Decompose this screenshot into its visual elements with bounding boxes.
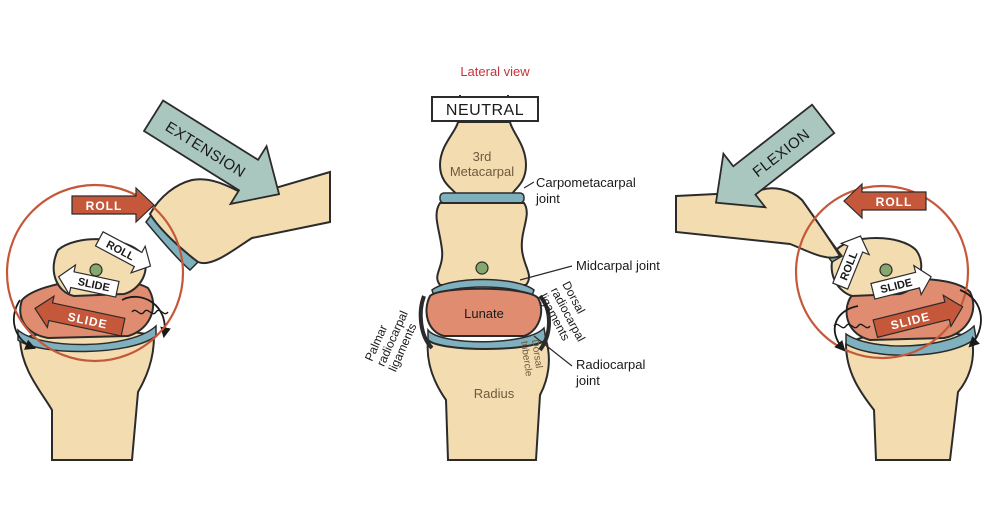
extension-slide-inner-arrow: SLIDE: [57, 263, 120, 298]
extension-wrist: ROLL ROLL SLIDE SLIDE EXTENSION: [5, 99, 331, 461]
neutral-label-box: [431, 96, 539, 122]
radius-bone: [426, 337, 550, 461]
flexion-slide-inner-arrow: SLIDE: [870, 264, 932, 300]
lunate-label: Lunate: [464, 306, 504, 321]
flexion-slide-outer-arrow: SLIDE: [872, 293, 964, 339]
extension-roll-outer-label: ROLL: [86, 199, 123, 213]
carpometacarpal-cartilage: [439, 192, 525, 204]
flexion-roll-outer-arrow: [843, 182, 927, 220]
extension-metacarpal-bone: [148, 170, 331, 265]
dorsal-tubercle-label-1: Dorsal: [529, 339, 544, 369]
lateral-view-title: Lateral view: [460, 64, 530, 79]
axis-of-rotation-dot: [475, 261, 489, 275]
radiocarpal-label-1: Radiocarpal: [576, 357, 645, 372]
carpometacarpal-label-2: joint: [535, 191, 560, 206]
metacarpal-label-1: 3rd: [473, 149, 492, 164]
carpometacarpal-label-1: Carpometacarpal: [536, 175, 636, 190]
midcarpal-label: Midcarpal joint: [576, 258, 660, 273]
flexion-roll-outer-label: ROLL: [876, 195, 913, 209]
flexion-wrist: ROLL ROLL SLIDE SLIDE FLEXION: [675, 103, 982, 461]
dorsal-ligament-line: [538, 294, 551, 352]
extension-roll-outer-arrow: [71, 186, 155, 224]
dorsal-tubercle-label-2: tubercle: [518, 340, 534, 377]
extension-slide-outer-arrow: SLIDE: [34, 294, 126, 337]
palmar-ligament-line: [418, 295, 434, 350]
flexion-metacarpal-bone: [675, 187, 842, 259]
radiocarpal-label-2: joint: [575, 373, 600, 388]
lunate-bone: [425, 287, 543, 337]
neutral-wrist: [418, 95, 551, 461]
neutral-label: NEUTRAL: [446, 102, 524, 119]
radius-label: Radius: [474, 386, 515, 401]
metacarpal-label-2: Metacarpal: [450, 164, 514, 179]
